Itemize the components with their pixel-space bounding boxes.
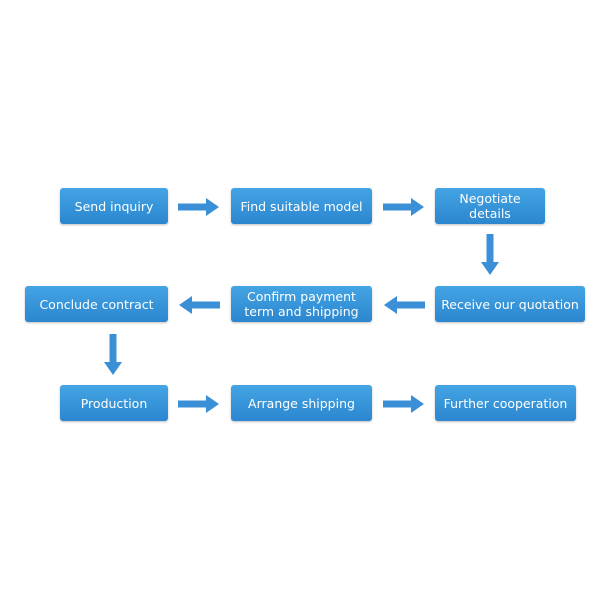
arrow-right-icon (178, 198, 219, 216)
step-production: Production (60, 385, 168, 421)
arrow-right-icon (178, 395, 219, 413)
step-further-cooperation: Further cooperation (435, 385, 576, 421)
step-arrange-shipping: Arrange shipping (231, 385, 372, 421)
step-receive-our-quotation: Receive our quotation (435, 286, 585, 322)
arrow-right-icon (383, 198, 424, 216)
arrow-left-icon (179, 296, 220, 314)
arrow-down-icon (481, 234, 499, 275)
step-confirm-payment-term-and-shipping: Confirm payment term and shipping (231, 286, 372, 322)
step-find-suitable-model: Find suitable model (231, 188, 372, 224)
step-conclude-contract: Conclude contract (25, 286, 168, 322)
arrow-right-icon (383, 395, 424, 413)
arrow-down-icon (104, 334, 122, 375)
step-negotiate-details: Negotiate details (435, 188, 545, 224)
step-send-inquiry: Send inquiry (60, 188, 168, 224)
arrow-left-icon (384, 296, 425, 314)
